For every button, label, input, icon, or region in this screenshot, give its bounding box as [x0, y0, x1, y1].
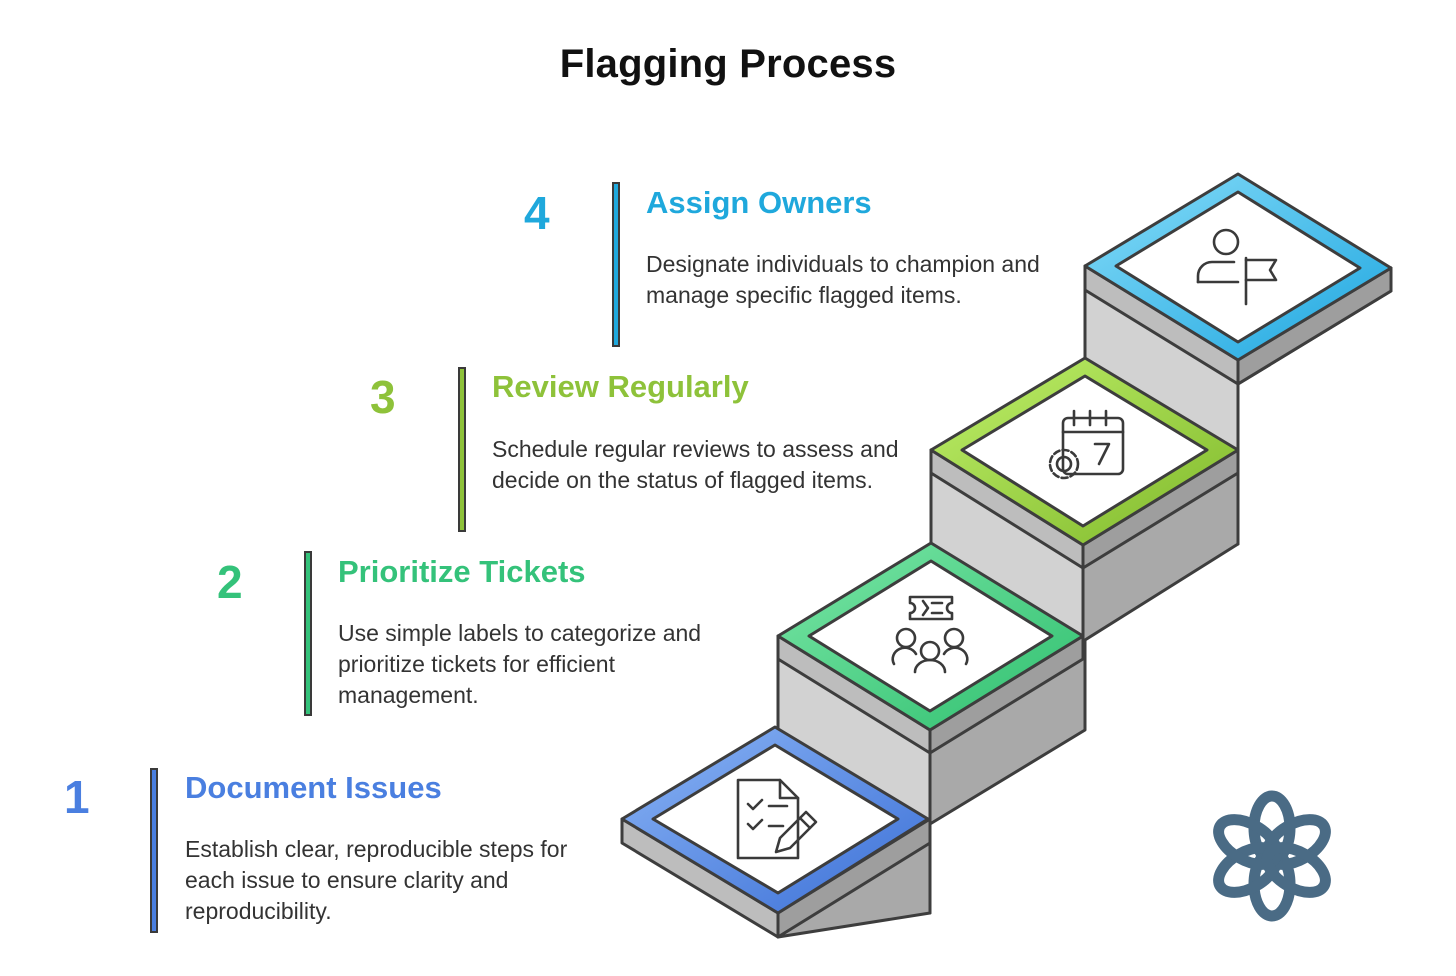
step-number: 2: [217, 556, 243, 608]
document-checklist-pencil-icon: [736, 778, 818, 860]
step-bar: [150, 768, 158, 933]
step-bar: [458, 367, 466, 532]
step-bar: [304, 551, 312, 716]
step-description: Establish clear, reproducible steps for …: [185, 836, 568, 924]
step-bar: [612, 182, 620, 347]
tread-4-inner: [1114, 190, 1362, 344]
step-number: 1: [64, 771, 90, 823]
step-heading: Document Issues: [185, 770, 442, 805]
step-heading: Review Regularly: [492, 369, 749, 404]
step-description: Designate individuals to champion and ma…: [646, 251, 1040, 308]
tread-2-inner: [807, 559, 1054, 713]
step-number: 3: [370, 371, 396, 423]
step-heading: Prioritize Tickets: [338, 554, 586, 589]
step-description: Schedule regular reviews to assess and d…: [492, 436, 899, 493]
step-number: 4: [524, 187, 550, 239]
step-description: Use simple labels to categorize and prio…: [338, 620, 702, 708]
flower-logo-icon: [1213, 790, 1331, 922]
ticket-group-icon: [891, 595, 969, 674]
page-title: Flagging Process: [559, 42, 897, 86]
calendar-gear-icon: [1048, 409, 1125, 480]
step-heading: Assign Owners: [646, 185, 872, 220]
tread-3-inner: [960, 374, 1209, 528]
person-flag-icon: [1196, 228, 1278, 306]
tread-1-inner: [651, 743, 900, 895]
